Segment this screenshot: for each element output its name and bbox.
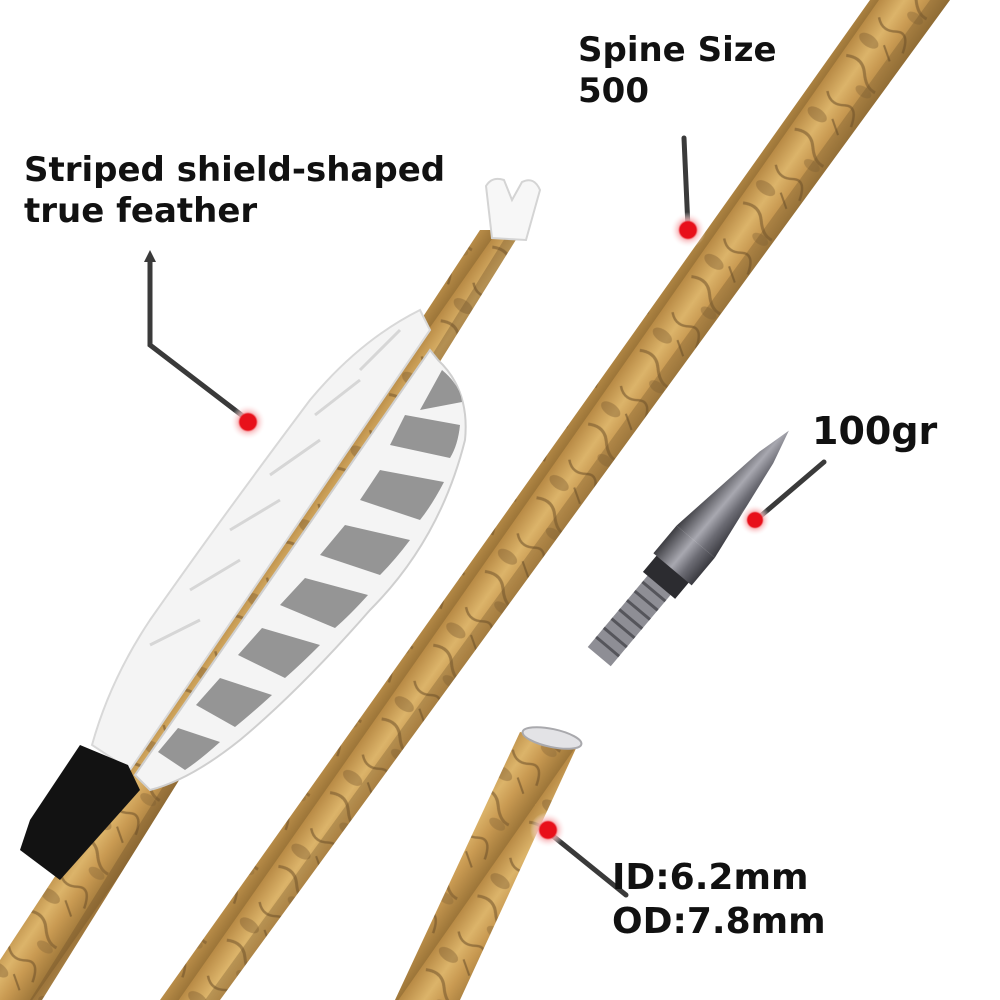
marker-spine [670,212,706,248]
field-point [587,430,789,667]
shaft-insert [521,726,583,750]
callout-diam-line [545,829,629,898]
callout-feather-line [147,255,251,423]
feather-label-line1: Striped shield-shaped [24,150,446,190]
main-shaft [160,0,950,1000]
feather-stripes [158,370,462,770]
weight-label-line1: 100gr [812,409,938,453]
point-tip [676,430,789,558]
spine-label: Spine Size 500 [578,30,777,113]
feather-label-line2: true feather [24,191,258,232]
feather-striped [133,348,467,792]
markers [230,212,771,848]
nock [484,177,542,242]
feather-white [90,308,432,772]
shaft-wrap [20,745,140,880]
spine-label-line1: Spine Size [578,30,777,70]
arrow-fletched [0,177,542,1000]
marker-feather [230,404,266,440]
shaft-cut [395,732,578,1000]
diameter-label: ID:6.2mm OD:7.8mm [612,856,826,944]
marker-diameter [530,812,566,848]
marker-weight [739,504,771,536]
feather-label: Striped shield-shaped true feather [24,150,445,233]
diameter-label-line1: ID:6.2mm [612,857,809,898]
diameter-label-line2: OD:7.8mm [612,900,826,942]
weight-label: 100gr [812,408,937,454]
callout-feather-arrowhead [144,250,156,262]
shaft-segment [395,726,583,1000]
spine-label-line2: 500 [578,71,649,112]
arrow-shaft-main [160,0,950,1000]
